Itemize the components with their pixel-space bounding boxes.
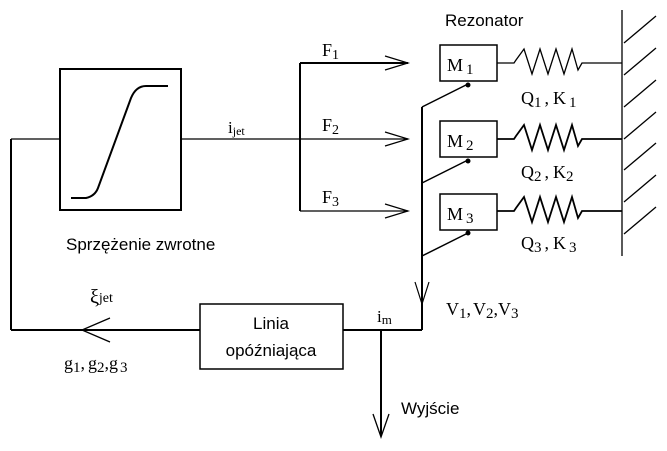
pickup-line-2 [421,159,469,184]
force-label-1: F1 [322,40,339,63]
force-label-3: F3 [322,187,339,210]
spring-label-2: Q2,K2 [521,162,574,185]
feedback-label: Sprzężenie zwrotne [66,235,215,254]
arrow-left-icon [80,317,111,343]
pickup-line-3 [421,232,469,257]
nonlinearity-block [59,68,182,211]
arrow-icon [384,131,411,147]
force-label-2: F2 [322,115,339,138]
pickup-dot-icon [465,230,471,236]
pickup-dot-icon [465,158,471,164]
resonator-title: Rezonator [445,11,524,30]
ijet-label: ijet [228,118,245,138]
arrow-icon [384,55,411,71]
delay-line-label-2: opóźniająca [226,341,317,360]
wall-hatching-icon [623,15,657,235]
spring-3 [497,193,622,225]
sigmoid-curve-icon [71,85,168,199]
delay-line-label-1: Linia [253,314,289,333]
mass-block-3 [439,193,498,231]
spring-2 [497,121,622,153]
arrow-icon [384,203,411,219]
xi-jet-label: ξjet [90,286,113,308]
output-label: Wyjście [401,399,459,418]
velocity-labels: V1,V2,V3 [446,299,519,322]
spring-1 [497,46,622,77]
delay-line-block [199,303,344,370]
arrow-down-icon [372,413,390,439]
im-label: im [377,307,392,327]
pickup-line-1 [421,83,469,108]
pickup-dot-icon [465,82,471,88]
arrow-down-icon [414,281,430,306]
